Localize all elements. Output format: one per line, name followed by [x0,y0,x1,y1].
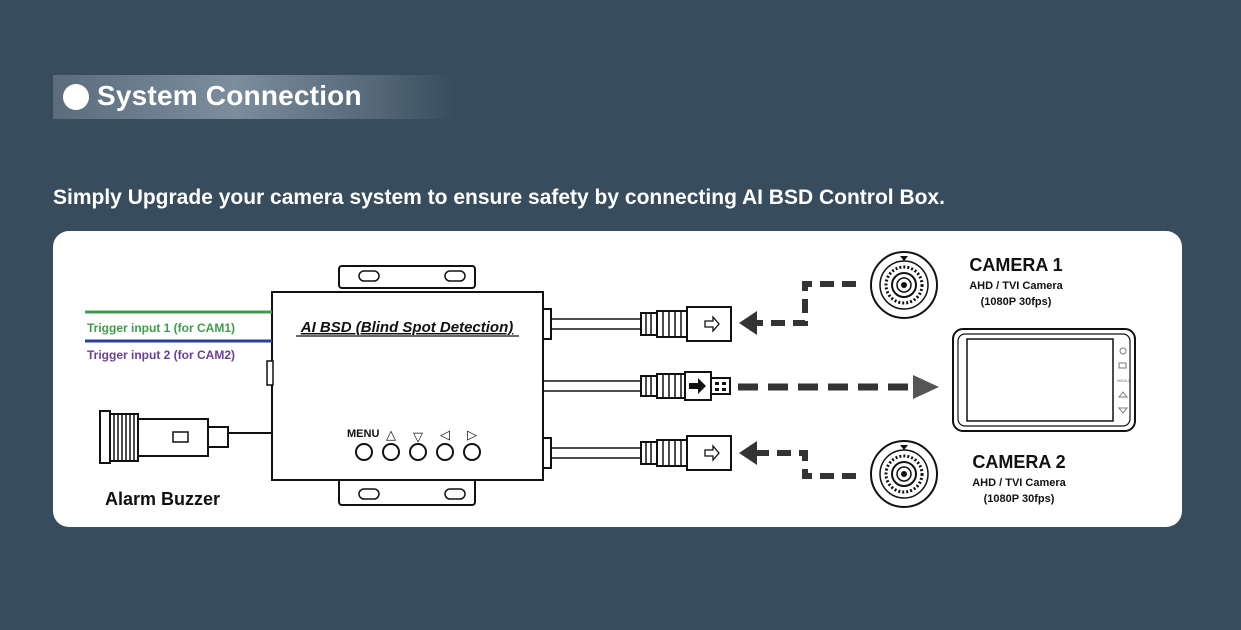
control-box: AI BSD (Blind Spot Detection) MENU △ ▽ ◁… [266,265,544,506]
down-symbol: ▽ [413,430,423,445]
monitor-cable [543,371,731,401]
camera-2-spec: (1080P 30fps) [984,493,1055,505]
side-port [266,360,274,386]
up-symbol: △ [386,428,396,443]
control-box-title: AI BSD (Blind Spot Detection) [300,319,514,336]
connection-diagram: AI BSD (Blind Spot Detection) MENU △ ▽ ◁… [85,250,1136,509]
camera-2-name: CAMERA 2 [972,452,1065,472]
power-icon [1119,347,1127,355]
control-box-body [271,291,544,481]
monitor-up-icon [1117,391,1129,398]
mount-slot [358,488,380,500]
section-title: System Connection [97,80,362,111]
camera-2-type: AHD / TVI Camera [972,477,1066,489]
right-symbol: ▷ [467,428,477,443]
up-button [382,443,400,461]
trigger-input-2-label: Trigger input 2 (for CAM2) [87,348,235,362]
subtitle: Simply Upgrade your camera system to ens… [53,186,945,209]
camera-1-type: AHD / TVI Camera [969,280,1063,292]
mode-icon [1118,362,1127,369]
camera-2-icon [869,439,939,509]
camera-1-name: CAMERA 1 [969,255,1062,275]
alarm-buzzer-label: Alarm Buzzer [105,489,220,509]
arrow-head-cam1 [739,311,757,335]
menu-button [355,443,373,461]
camera-1-cable [542,306,732,342]
menu-label: MENU [347,428,379,440]
monitor: MENU [952,328,1136,432]
monitor-screen [966,338,1114,422]
left-symbol: ◁ [440,428,450,443]
mount-slot [358,270,380,282]
camera-1-spec: (1080P 30fps) [981,296,1052,308]
monitor-down-icon [1117,407,1129,414]
trigger-input-1-label: Trigger input 1 (for CAM1) [87,321,235,335]
camera-1-icon [869,250,939,320]
camera-2-cable [542,435,732,471]
monitor-menu-label: MENU [1117,378,1129,383]
right-button [463,443,481,461]
buzzer-end [99,410,111,464]
alarm-buzzer [99,410,272,464]
header-band [53,75,455,119]
diagram-panel: AI BSD (Blind Spot Detection) MENU △ ▽ ◁… [53,231,1182,527]
arrow-head-monitor [913,375,939,399]
header-bullet-icon [63,84,89,110]
camera-2-signal-arrow [747,450,856,479]
mount-slot [444,488,466,500]
buzzer-nut [207,426,229,448]
down-button [409,443,427,461]
arrow-head-cam2 [739,441,757,465]
left-button [436,443,454,461]
mount-slot [444,270,466,282]
camera-1-signal-arrow [747,281,856,326]
